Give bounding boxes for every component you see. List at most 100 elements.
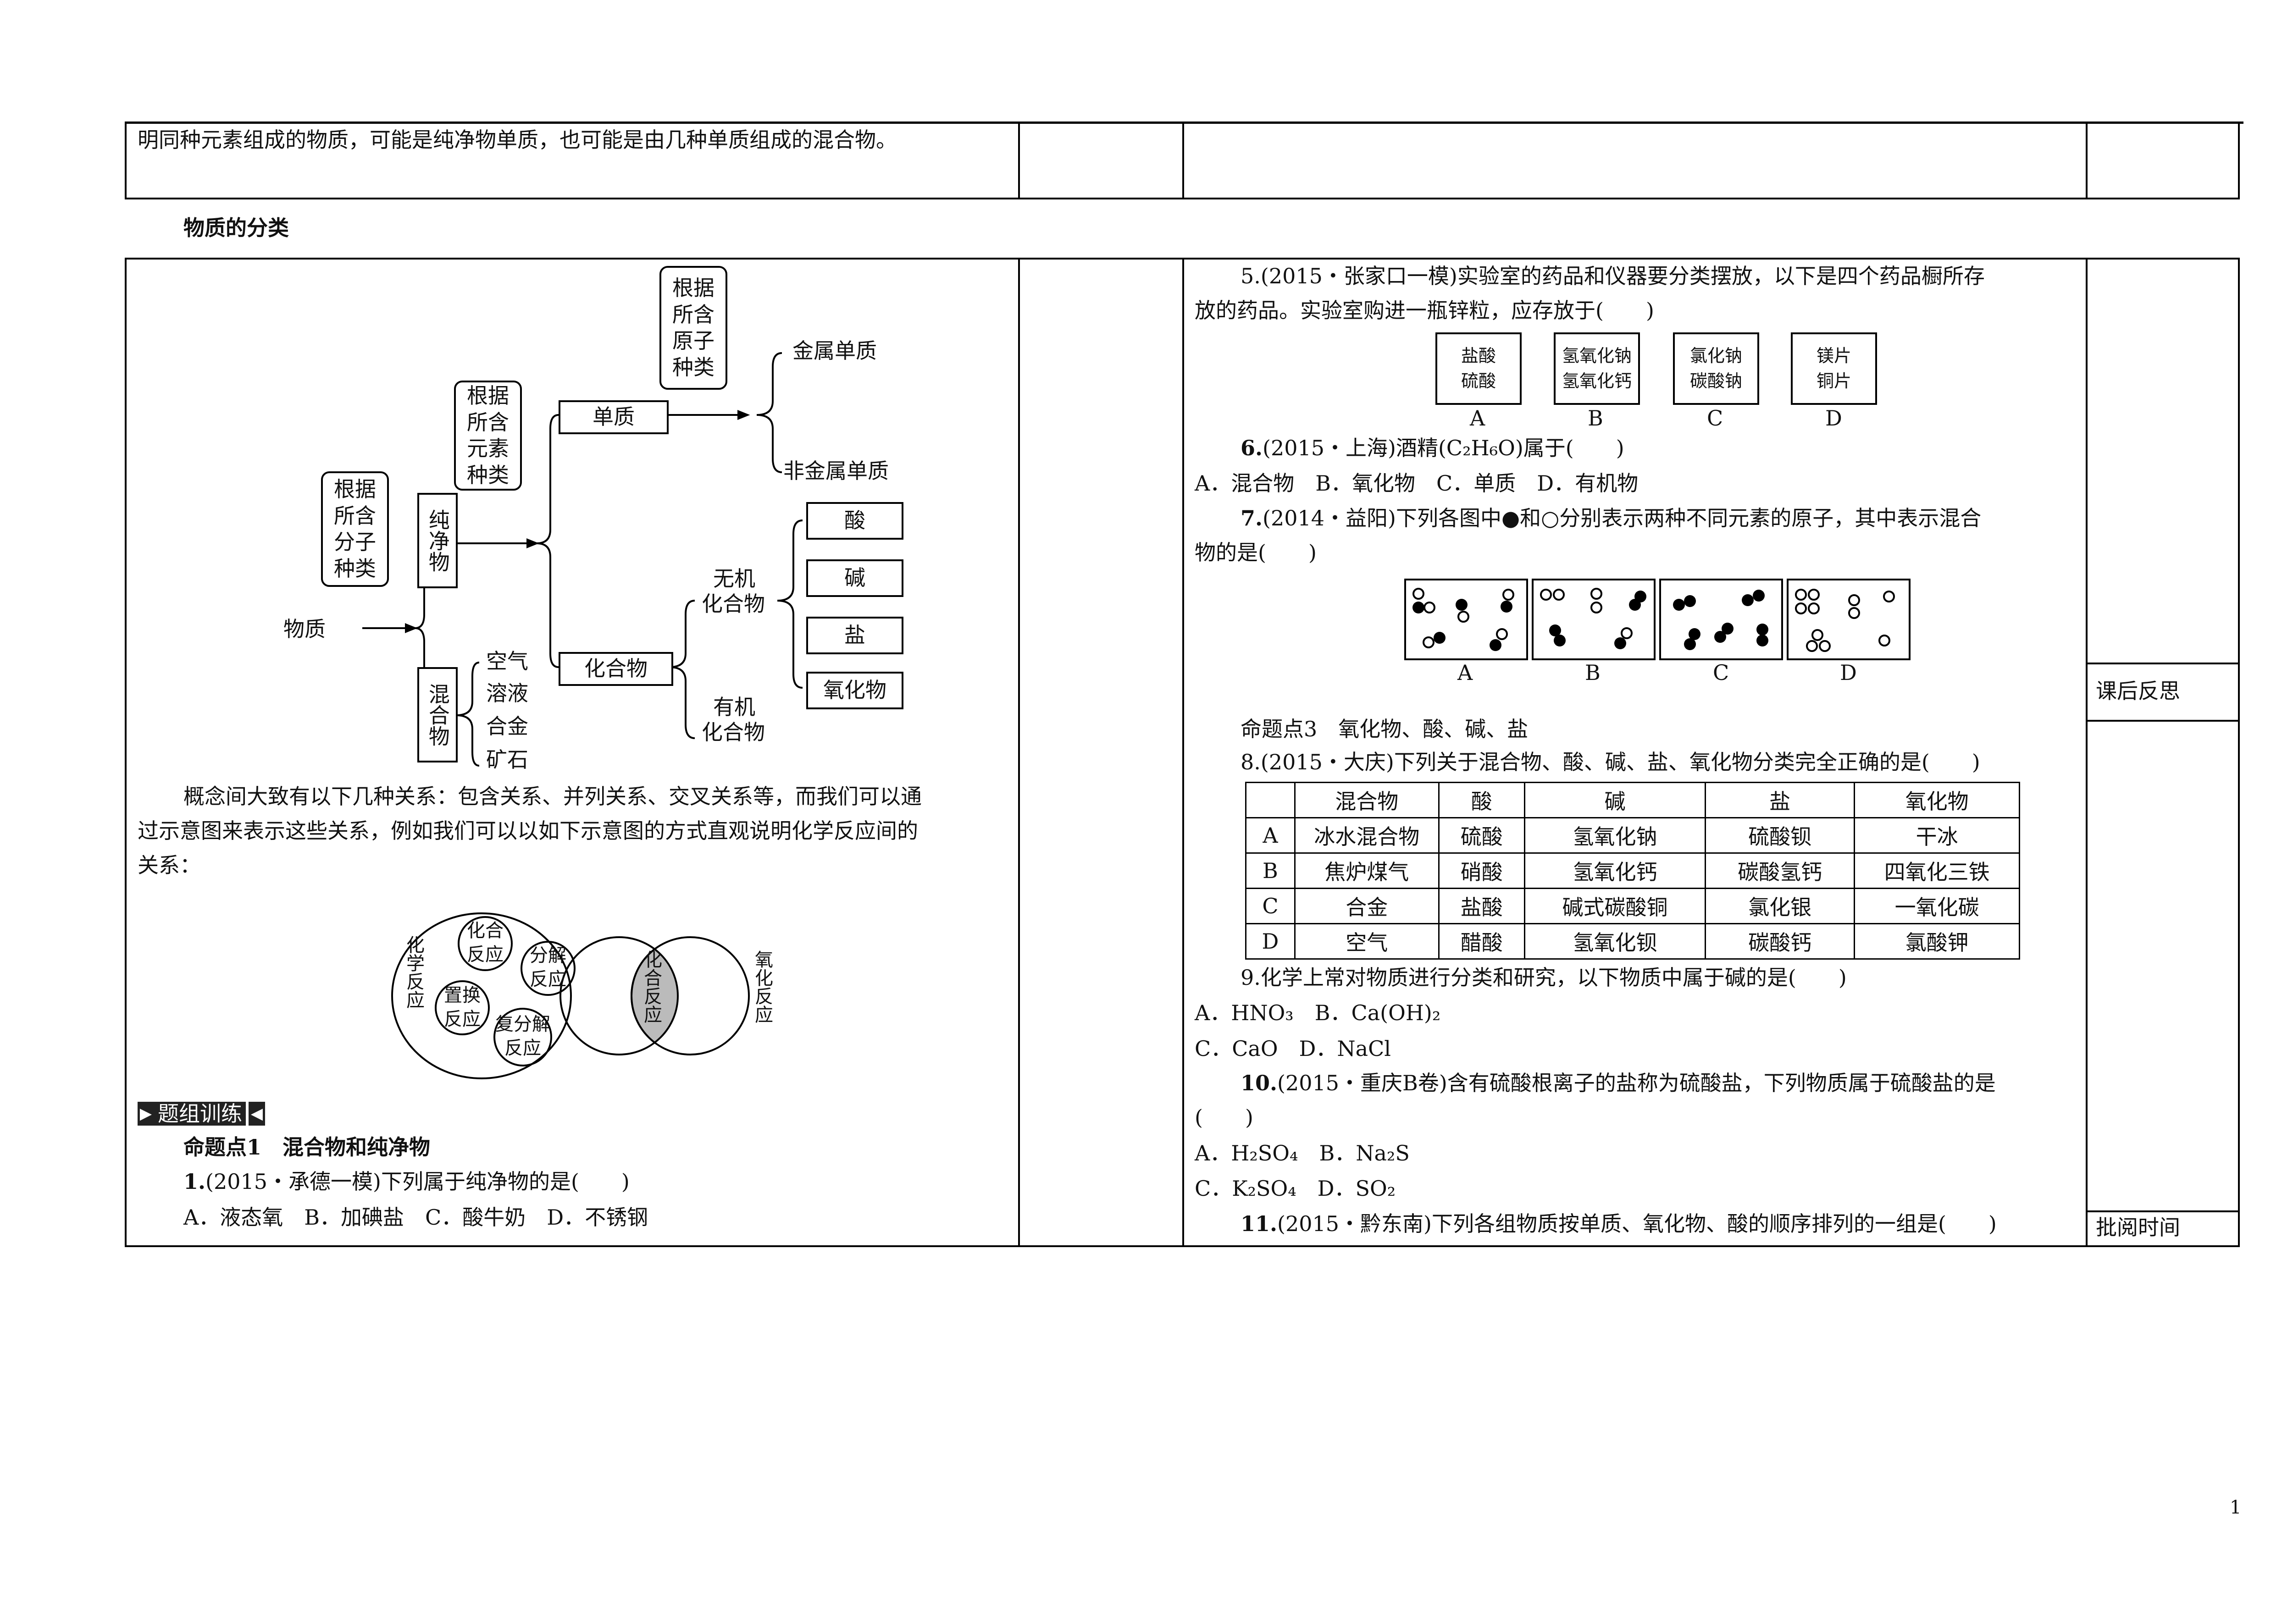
table-cell: B (1245, 852, 1296, 889)
venn-right-left-label: 化合反应 (641, 950, 662, 1023)
mixture-box: 混合物 (417, 667, 458, 762)
tree-root: 物质 (283, 617, 326, 641)
table-cell: 碱式碳酸铜 (1523, 888, 1706, 924)
table-cell: 氯化银 (1705, 888, 1855, 924)
atom-ring-icon (1808, 602, 1820, 614)
q5-line2: 放的药品。实验室购进一瓶锌粒，应存放于( ) (1195, 298, 1654, 323)
cabinet-label: B (1588, 406, 1603, 431)
badge-left-arrow-icon: ▶ (138, 1102, 154, 1126)
nonmetal-element-label: 非金属单质 (783, 458, 889, 483)
cabinet-label: D (1825, 406, 1842, 431)
mixture-example: 矿石 (486, 747, 528, 772)
criterion-element-callout: 根据所含元素种类 (454, 381, 522, 491)
table-rule (2086, 1210, 2240, 1212)
table-cell: 一氧化碳 (1854, 888, 2020, 924)
atom-dot-icon (1742, 594, 1754, 606)
atom-ring-icon (1848, 594, 1860, 606)
atom-dot-icon (1753, 590, 1765, 602)
organic-label-1: 有机 (713, 695, 755, 719)
table-rule (1018, 258, 1020, 1247)
particle-label: C (1713, 660, 1729, 685)
cabinet-label: A (1470, 406, 1485, 431)
q7-line1: 7.(2014・益阳)下列各图中●和○分别表示两种不同元素的原子，其中表示混合 (1241, 501, 1981, 536)
q10-text: (2015・重庆B卷)含有硫酸根离子的盐称为硫酸盐，下列物质属于硫酸盐的是 (1277, 1071, 1996, 1095)
venn-inner-decomposition: 分解反应 (530, 945, 566, 990)
table-cell: 硝酸 (1438, 852, 1525, 889)
particle-box-d (1787, 579, 1911, 660)
particle-box-c (1659, 579, 1783, 660)
section-heading: 物质的分类 (183, 215, 289, 240)
q6-number: 6. (1241, 436, 1263, 460)
reflection-label: 课后反思 (2096, 679, 2180, 703)
q10-options-1: A．H₂SO₄ B．Na₂S (1195, 1141, 1410, 1166)
atom-ring-icon (1819, 640, 1831, 652)
topic1-heading: 命题点1 混合物和纯净物 (183, 1135, 431, 1160)
q9-options-2: C．CaO D．NaCl (1195, 1036, 1391, 1061)
q6-text: (2015・上海)酒精(C₂H₆O)属于( ) (1263, 436, 1624, 460)
table-cell: 冰水混合物 (1294, 817, 1440, 854)
atom-dot-icon (1722, 623, 1734, 635)
table-header-cell: 碱 (1523, 782, 1706, 818)
venn-right-right-label: 氧化反应 (752, 950, 773, 1023)
atom-dot-icon (1684, 638, 1696, 650)
q9-stem: 9.化学上常对物质进行分类和研究，以下物质中属于碱的是( ) (1241, 965, 1847, 990)
table-rule (1182, 258, 1184, 1247)
top-row-text: 明同种元素组成的物质，可能是纯净物单质，也可能是由几种单质组成的混合物。 (138, 127, 897, 152)
table-cell: 氢氧化钠 (1523, 817, 1706, 854)
table-rule (1182, 122, 1184, 199)
table-header-cell: 混合物 (1294, 782, 1440, 818)
table-cell: 盐酸 (1438, 888, 1525, 924)
badge-title: 题组训练 (154, 1102, 246, 1126)
mixture-example: 溶液 (486, 681, 528, 706)
cabinet-item: 氢氧化钠 (1562, 345, 1632, 366)
table-cell: 空气 (1294, 923, 1440, 960)
atom-dot-icon (1554, 635, 1566, 646)
concept-line: 过示意图来表示这些关系，例如我们可以以如下示意图的方式直观说明化学反应间的 (138, 818, 918, 843)
element-box: 单质 (559, 400, 669, 434)
table-rule (2086, 720, 2240, 722)
table-cell: 焦炉煤气 (1294, 852, 1440, 889)
atom-dot-icon (1614, 637, 1626, 649)
page-number: 1 (2230, 1497, 2242, 1518)
base-box: 碱 (806, 559, 903, 597)
particle-label: B (1585, 660, 1601, 685)
atom-dot-icon (1490, 639, 1501, 651)
badge-right-arrow-icon: ◀ (249, 1102, 265, 1126)
atom-ring-icon (1553, 589, 1565, 601)
atom-ring-icon (1795, 602, 1807, 614)
table-rule (2086, 258, 2088, 1247)
atom-ring-icon (1590, 588, 1602, 600)
table-cell: 干冰 (1854, 817, 2020, 854)
practice-badge: ▶ 题组训练 ◀ (138, 1100, 265, 1127)
atom-ring-icon (1806, 640, 1818, 652)
table-cell: A (1245, 817, 1296, 854)
top-border-line (125, 122, 2243, 124)
table-rule (2086, 663, 2240, 664)
table-rule (1018, 122, 1020, 199)
salt-box: 盐 (806, 617, 903, 654)
atom-ring-icon (1423, 636, 1435, 648)
table-header-row: 混合物 酸 碱 盐 氧化物 (1245, 782, 2020, 818)
table-rule (2086, 122, 2088, 199)
atom-dot-icon (1684, 595, 1696, 607)
table-cell: 碳酸氢钙 (1705, 852, 1855, 889)
table-header-cell: 酸 (1438, 782, 1525, 818)
atom-ring-icon (1848, 607, 1860, 619)
table-cell: C (1245, 888, 1296, 924)
particle-box-b (1532, 579, 1656, 660)
cabinet-b: 氢氧化钠氢氧化钙 (1554, 332, 1640, 405)
table-cell: 醋酸 (1438, 923, 1525, 960)
q6-options: A．混合物 B．氧化物 C．单质 D．有机物 (1195, 471, 1639, 496)
inorganic-label-1: 无机 (713, 566, 755, 591)
table-header-cell (1245, 782, 1296, 818)
particle-box-a (1404, 579, 1528, 660)
table-cell: 四氧化三铁 (1854, 852, 2020, 889)
atom-ring-icon (1423, 602, 1435, 613)
atom-ring-icon (1590, 602, 1602, 613)
reaction-venn-diagrams (391, 912, 750, 1079)
table-rule (125, 122, 127, 199)
table-rule (2238, 258, 2240, 1247)
table-rule (2238, 122, 2240, 199)
